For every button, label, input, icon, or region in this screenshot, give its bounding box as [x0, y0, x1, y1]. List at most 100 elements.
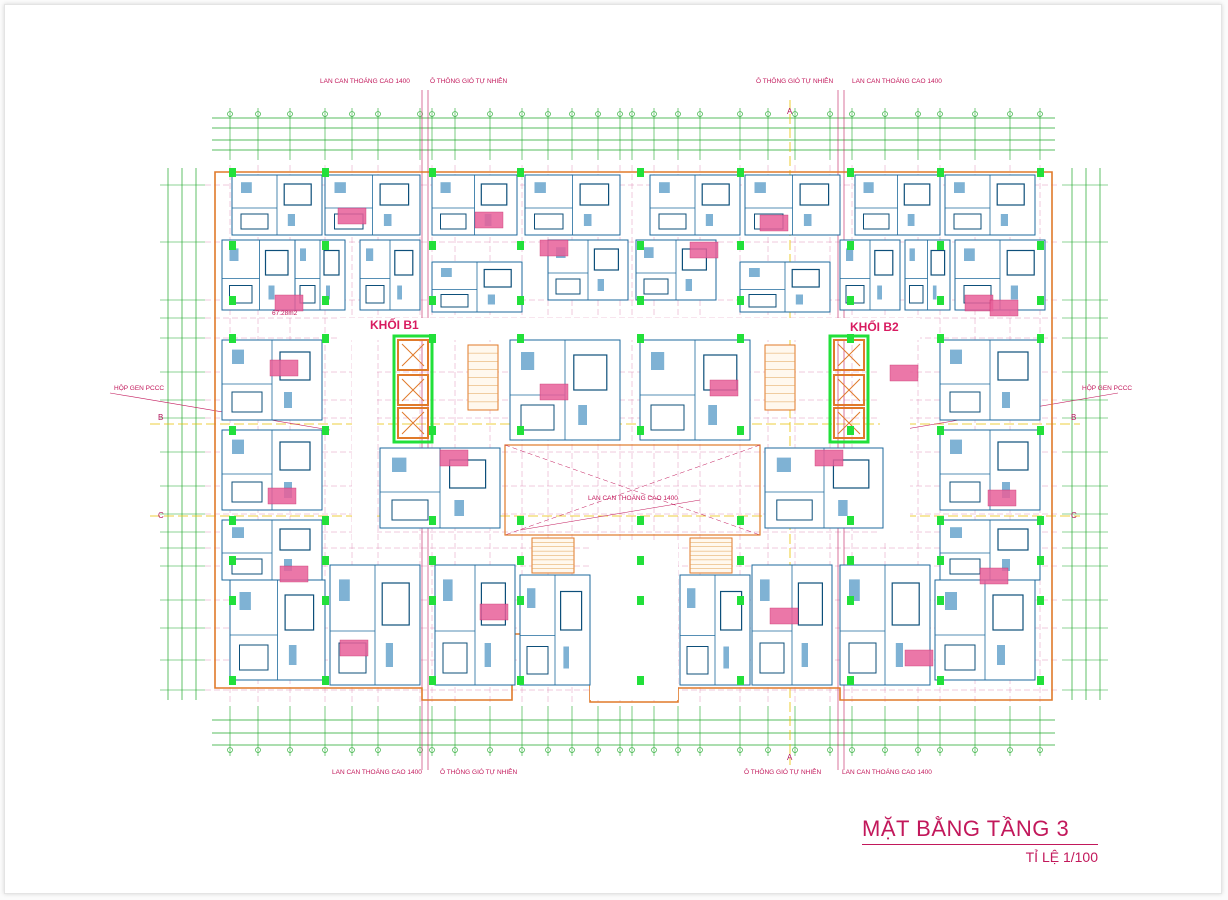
axis-bubble [322, 747, 328, 753]
sofa [231, 391, 263, 413]
axis-bubble [827, 111, 833, 117]
axis-bubble [349, 111, 355, 117]
axis-bubble [792, 747, 798, 753]
axis-bubble [629, 111, 635, 117]
kitchen-counter [895, 643, 903, 667]
kitchen-counter [1002, 392, 1010, 408]
sofa [239, 644, 269, 671]
section-mark-a-top: A [787, 107, 793, 116]
wardrobe [239, 592, 251, 610]
column [937, 168, 944, 177]
sofa [686, 646, 709, 675]
kitchen-counter [932, 285, 937, 300]
elevator-cross [837, 411, 861, 435]
bed [930, 249, 946, 276]
axis-bubble [882, 747, 888, 753]
column [322, 556, 329, 565]
kitchen-counter [583, 214, 592, 226]
kitchen-counter [1002, 559, 1010, 571]
sofa [229, 285, 253, 304]
column [322, 426, 329, 435]
axis-bubble [651, 111, 657, 117]
column [322, 241, 329, 250]
column [847, 676, 854, 685]
block-b2-label: KHỐI B2 [850, 319, 899, 334]
column [737, 168, 744, 177]
wardrobe [687, 588, 696, 608]
bed [279, 528, 311, 551]
sofa [440, 213, 467, 230]
area-tag [479, 603, 509, 621]
axis-bubble [569, 747, 575, 753]
sofa [555, 278, 581, 295]
railing-label-bottom-right: LAN CAN THOÁNG CAO 1400 [842, 767, 932, 776]
column [637, 596, 644, 605]
bed [799, 183, 830, 206]
wardrobe [232, 439, 244, 454]
wardrobe [440, 182, 451, 193]
axis-bubble [322, 111, 328, 117]
column [637, 676, 644, 685]
bed [997, 351, 1029, 381]
kitchen-counter [268, 285, 275, 300]
dimension-lines [160, 108, 1108, 756]
axis-bubble [972, 111, 978, 117]
wardrobe [909, 248, 915, 261]
column [229, 296, 236, 305]
column [1037, 241, 1044, 250]
column [847, 556, 854, 565]
wardrobe [300, 248, 306, 261]
column [322, 334, 329, 343]
kitchen-counter [723, 646, 729, 669]
sofa [845, 285, 865, 304]
wardrobe [232, 527, 244, 538]
wardrobe [760, 579, 770, 601]
wardrobe [241, 182, 252, 193]
column [322, 516, 329, 525]
sofa [231, 481, 263, 503]
sofa [391, 499, 429, 521]
column [229, 241, 236, 250]
axis-bubble [429, 747, 435, 753]
sofa [526, 646, 549, 675]
building-walls [214, 171, 1053, 703]
kitchen-counter [284, 392, 292, 408]
sofa [240, 213, 269, 230]
column [847, 168, 854, 177]
column [517, 241, 524, 250]
column [737, 296, 744, 305]
column [637, 426, 644, 435]
elevator-shaft [397, 374, 429, 406]
wardrobe [776, 457, 791, 472]
sofa [650, 404, 685, 431]
elevator-core [392, 334, 434, 444]
wardrobe [964, 248, 975, 261]
bed [874, 249, 894, 276]
axis-bubble [569, 111, 575, 117]
section-mark-c-right: C [1071, 511, 1077, 520]
sofa [776, 499, 813, 521]
kitchen-counter [597, 279, 604, 291]
leader-line [109, 392, 331, 431]
column [637, 296, 644, 305]
column [429, 241, 436, 250]
axis-bubble [227, 747, 233, 753]
area-tag [889, 364, 919, 382]
column [937, 676, 944, 685]
wardrobe [950, 527, 962, 538]
kitchen-counter [578, 405, 587, 425]
kitchen-counter [907, 214, 915, 226]
column [637, 556, 644, 565]
axis-bubble [417, 747, 423, 753]
bed [279, 441, 311, 471]
axis-bubble [617, 111, 623, 117]
axis-bubble [519, 747, 525, 753]
axis-bubble [1037, 747, 1043, 753]
axis-bubble [452, 111, 458, 117]
bed [323, 249, 340, 276]
column [637, 241, 644, 250]
column [937, 426, 944, 435]
column [429, 556, 436, 565]
column [847, 241, 854, 250]
